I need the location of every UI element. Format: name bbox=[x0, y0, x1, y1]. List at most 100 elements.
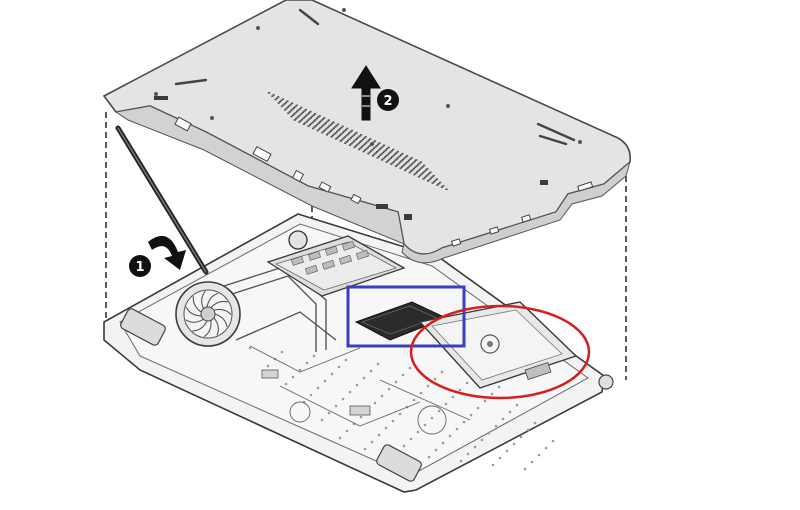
vent-slot bbox=[363, 137, 366, 139]
vent-slot bbox=[427, 180, 430, 182]
vent-slot bbox=[323, 123, 326, 125]
vent-slot bbox=[293, 119, 296, 121]
vent-slot bbox=[357, 136, 360, 139]
vent-slot bbox=[399, 167, 402, 170]
screw-dot bbox=[433, 377, 437, 381]
vent-slot bbox=[374, 146, 377, 148]
vent-slot bbox=[406, 155, 409, 157]
vent-slot bbox=[417, 175, 420, 178]
vent-slot bbox=[377, 143, 380, 146]
vent-slot bbox=[292, 107, 295, 109]
vent-slot bbox=[339, 134, 342, 136]
vent-slot bbox=[353, 140, 356, 143]
screw-dot bbox=[530, 460, 534, 464]
screw-dot bbox=[473, 445, 477, 449]
fan-blade bbox=[206, 292, 219, 308]
vent-slot bbox=[296, 110, 299, 113]
vent-slot bbox=[321, 131, 324, 134]
screw-dot bbox=[408, 366, 412, 370]
vent-slot bbox=[378, 142, 381, 144]
ram-chip bbox=[324, 245, 339, 256]
fan-blade bbox=[213, 317, 219, 336]
vent-slot bbox=[319, 121, 322, 123]
vent-slot bbox=[429, 171, 432, 174]
screw-dot bbox=[505, 449, 509, 453]
screw-dot bbox=[284, 382, 288, 386]
screw-dot bbox=[448, 434, 452, 438]
screw-dot bbox=[487, 431, 491, 435]
vent-slot bbox=[314, 119, 317, 121]
vent-slot bbox=[301, 118, 304, 121]
screw-dot bbox=[455, 427, 459, 431]
vent-slot bbox=[345, 135, 348, 137]
vent-slot bbox=[336, 130, 339, 133]
fan-blade bbox=[192, 320, 208, 332]
vent-slot bbox=[412, 167, 415, 170]
vent-slot bbox=[445, 188, 448, 191]
vent-slot bbox=[288, 111, 291, 113]
screw-dot bbox=[291, 375, 295, 379]
vent-slot bbox=[401, 152, 404, 155]
screw-dot bbox=[380, 394, 384, 398]
vent-slot bbox=[401, 158, 404, 161]
vent-slot bbox=[298, 108, 301, 110]
vent-slot bbox=[371, 148, 374, 151]
screw-dot bbox=[498, 456, 502, 460]
vent-slot bbox=[429, 177, 432, 180]
vent-slot bbox=[322, 130, 325, 133]
board-details bbox=[249, 345, 471, 435]
screw-dot bbox=[494, 424, 498, 428]
vent-slot bbox=[272, 94, 275, 96]
vent-slot bbox=[367, 152, 370, 155]
ram-chip bbox=[307, 250, 322, 261]
vent-slot bbox=[327, 132, 330, 135]
vent-slot bbox=[378, 148, 381, 150]
vent-slot bbox=[364, 136, 367, 138]
vent-slot bbox=[302, 111, 305, 113]
vent-slot bbox=[328, 131, 331, 133]
screw-dot bbox=[373, 401, 377, 405]
screw-dot bbox=[338, 436, 342, 440]
screw-dot bbox=[334, 404, 338, 408]
vent-slot bbox=[321, 118, 324, 121]
vent-slot bbox=[337, 135, 340, 138]
vent-slot bbox=[284, 109, 287, 111]
vent-slot bbox=[317, 116, 320, 118]
vent-slot bbox=[354, 139, 357, 141]
vent-slot bbox=[372, 147, 375, 150]
screw-dot bbox=[384, 426, 388, 430]
vent-slot bbox=[439, 181, 442, 184]
vent-slot bbox=[418, 168, 421, 171]
fan-blade bbox=[185, 318, 204, 323]
vent-slot bbox=[388, 152, 391, 155]
fan-blade bbox=[203, 320, 212, 338]
vent-slot bbox=[386, 153, 389, 156]
vent-slot bbox=[326, 126, 329, 129]
vent-slot bbox=[402, 164, 405, 167]
cover-right-lip bbox=[401, 160, 631, 264]
ram-chip bbox=[341, 240, 356, 251]
vent-slot bbox=[331, 128, 334, 131]
vent-slot bbox=[391, 156, 394, 158]
vent-slot bbox=[404, 156, 407, 158]
right-corner-foot bbox=[598, 374, 614, 390]
vent-slot bbox=[331, 122, 334, 125]
vent-slot bbox=[320, 119, 323, 122]
vent-slot bbox=[275, 97, 278, 100]
vent-slot bbox=[318, 128, 321, 130]
vent-slot bbox=[338, 128, 341, 130]
vent-slot bbox=[389, 151, 392, 153]
vent-slot bbox=[335, 138, 338, 140]
vent-slot bbox=[328, 125, 331, 127]
screw-dot bbox=[451, 395, 455, 399]
vent-slot bbox=[331, 134, 334, 137]
screw-dot bbox=[355, 383, 359, 387]
vent-slot bbox=[319, 127, 322, 129]
vent-slot bbox=[361, 138, 364, 141]
vent-slot bbox=[423, 164, 426, 167]
vent-slot bbox=[299, 114, 302, 116]
vent-slot bbox=[308, 124, 311, 126]
vent-slot bbox=[341, 125, 344, 128]
vent-slot bbox=[348, 138, 351, 140]
